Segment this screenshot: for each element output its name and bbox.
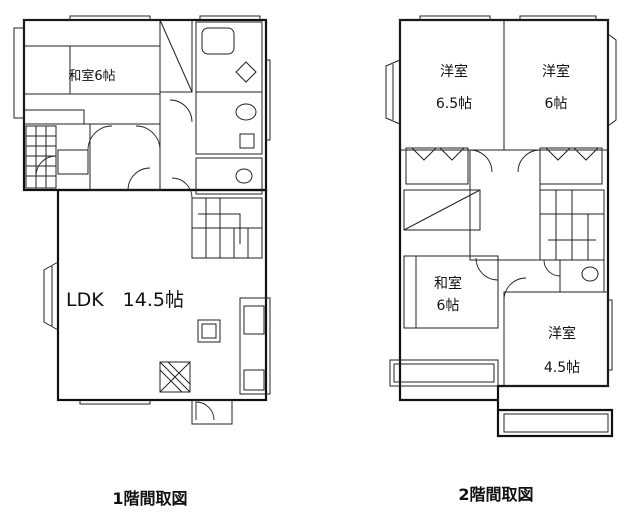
floor-1-plan: 和室6帖 LDK 14.5帖 xyxy=(13,15,271,425)
floor-2-closets xyxy=(405,147,603,185)
floor-2-washitsu xyxy=(403,255,499,329)
floor-2-caption: 2階間取図 xyxy=(458,485,533,504)
floor-1-ldk-label: LDK 14.5帖 xyxy=(66,289,184,311)
floor-2-washitsu-name: 和室 xyxy=(434,275,462,292)
floor-1-bay-window xyxy=(43,261,59,331)
floor-2-yoshitsu-a xyxy=(399,19,505,151)
floor-1-entrance-tiles xyxy=(25,125,57,189)
floor-1-deck xyxy=(159,361,191,393)
floor-2-washitsu-size: 6帖 xyxy=(437,298,460,314)
floor-2-yoshitsu-b-size: 6帖 xyxy=(545,96,568,112)
floor-2-yoshitsu-a-size: 6.5帖 xyxy=(436,96,472,112)
floor-2-yoshitsu-c-size: 4.5帖 xyxy=(544,360,580,376)
floor-2-balcony-left xyxy=(389,359,499,387)
floor-2-yoshitsu-c xyxy=(503,291,609,387)
floor-1-kitchen-counter xyxy=(239,297,271,395)
floor-2-yoshitsu-b xyxy=(503,19,609,151)
floor-1-ldk-outline xyxy=(56,188,268,402)
floor-2-yoshitsu-a-name: 洋室 xyxy=(440,63,468,80)
floor-2-plan: 洋室 6.5帖 洋室 6帖 和室 6帖 洋室 4.5帖 xyxy=(385,15,617,438)
floor-1-stairs xyxy=(191,197,263,259)
floor-2-stairs xyxy=(539,189,605,261)
floor-1-washitsu-label: 和室6帖 xyxy=(68,68,115,84)
floor-1-toilet xyxy=(195,157,263,195)
floor-2-yoshitsu-c-name: 洋室 xyxy=(548,325,576,342)
floor-1-bathroom xyxy=(195,21,263,93)
floor-2-outline xyxy=(398,18,614,438)
floor-1-caption: 1階間取図 xyxy=(112,489,187,508)
floor-2-yoshitsu-b-name: 洋室 xyxy=(542,63,570,80)
floor-1-island xyxy=(197,319,221,343)
